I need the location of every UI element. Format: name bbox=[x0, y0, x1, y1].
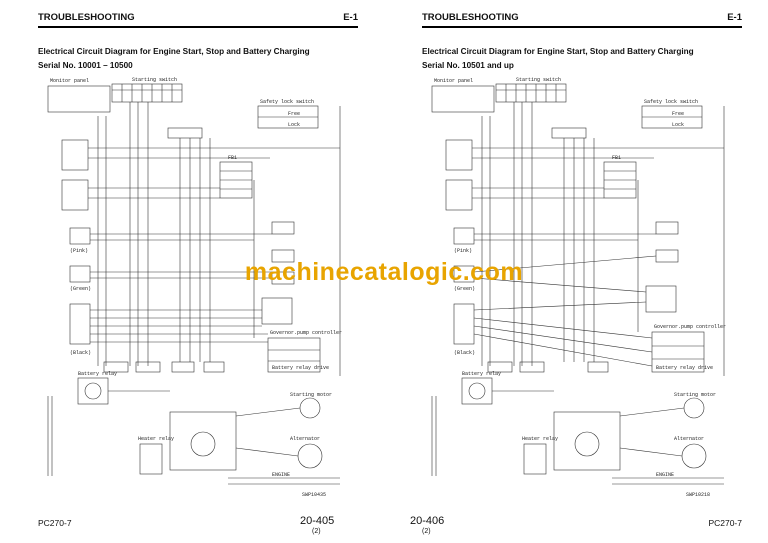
page-code: E-1 bbox=[343, 12, 358, 23]
alternator-label: Alternator bbox=[674, 436, 704, 442]
governor-label: Governor.pump controller bbox=[654, 324, 726, 330]
header-rule bbox=[422, 26, 742, 28]
page-header: TROUBLESHOOTING E-1 bbox=[422, 12, 742, 26]
fuse-box-label: FB1 bbox=[228, 155, 237, 161]
battery-relay-drive-label: Battery relay drive bbox=[272, 365, 329, 371]
engine-label: ENGINE bbox=[656, 472, 674, 478]
drawing-number: SWP10435 bbox=[302, 492, 326, 498]
fuse-box-label: FB1 bbox=[612, 155, 621, 161]
left-page: TROUBLESHOOTING E-1 Electrical Circuit D… bbox=[38, 12, 358, 535]
circuit-diagram: Monitor panel Starting switch Safety loc… bbox=[40, 76, 358, 506]
starting-switch-label: Starting switch bbox=[516, 77, 561, 83]
section-title: TROUBLESHOOTING bbox=[38, 12, 135, 23]
serial-range: Serial No. 10001 – 10500 bbox=[38, 61, 133, 70]
free-label: Free bbox=[288, 111, 300, 117]
safety-lock-label: Safety lock switch bbox=[644, 99, 698, 105]
starting-motor-label: Starting motor bbox=[290, 392, 332, 398]
starting-switch-label: Starting switch bbox=[132, 77, 177, 83]
battery-relay-drive-label: Battery relay drive bbox=[656, 365, 713, 371]
drawing-number: SWP10218 bbox=[686, 492, 710, 498]
diagram-title: Electrical Circuit Diagram for Engine St… bbox=[38, 47, 310, 56]
monitor-panel-label: Monitor panel bbox=[434, 78, 473, 84]
heater-relay-label: Heater relay bbox=[138, 436, 174, 442]
diagram-title: Electrical Circuit Diagram for Engine St… bbox=[422, 47, 694, 56]
circuit-diagram: Monitor panel Starting switch Safety loc… bbox=[424, 76, 742, 506]
page-number: 20-405 bbox=[300, 515, 335, 527]
pink-label: (Pink) bbox=[454, 248, 472, 254]
circuit-diagram-svg: Monitor panel Starting switch Safety loc… bbox=[431, 77, 726, 498]
heater-relay-label: Heater relay bbox=[522, 436, 558, 442]
green-label: (Green) bbox=[70, 286, 91, 292]
right-page: TROUBLESHOOTING E-1 Electrical Circuit D… bbox=[384, 0, 768, 543]
revision: (2) bbox=[312, 528, 321, 535]
pink-label: (Pink) bbox=[70, 248, 88, 254]
starting-motor-label: Starting motor bbox=[674, 392, 716, 398]
revision: (2) bbox=[422, 528, 431, 535]
free-label: Free bbox=[672, 111, 684, 117]
battery-relay-label: Battery relay bbox=[462, 371, 501, 377]
green-label: (Green) bbox=[454, 286, 475, 292]
model-name: PC270-7 bbox=[708, 518, 742, 528]
lock-label: Lock bbox=[288, 122, 300, 128]
black-label: (Black) bbox=[70, 350, 91, 356]
engine-label: ENGINE bbox=[272, 472, 290, 478]
page-number: 20-406 bbox=[410, 515, 445, 527]
serial-range: Serial No. 10501 and up bbox=[422, 61, 514, 70]
monitor-panel-label: Monitor panel bbox=[50, 78, 89, 84]
safety-lock-label: Safety lock switch bbox=[260, 99, 314, 105]
governor-label: Governor.pump controller bbox=[270, 330, 342, 336]
black-label: (Black) bbox=[454, 350, 475, 356]
page-code: E-1 bbox=[727, 12, 742, 23]
lock-label: Lock bbox=[672, 122, 684, 128]
section-title: TROUBLESHOOTING bbox=[422, 12, 519, 23]
page-header: TROUBLESHOOTING E-1 bbox=[38, 12, 358, 26]
battery-relay-label: Battery relay bbox=[78, 371, 117, 377]
circuit-diagram-svg: Monitor panel Starting switch Safety loc… bbox=[47, 77, 342, 498]
model-name: PC270-7 bbox=[38, 518, 72, 528]
header-rule bbox=[38, 26, 358, 28]
alternator-label: Alternator bbox=[290, 436, 320, 442]
watermark: machinecatalogic.com bbox=[244, 258, 524, 286]
